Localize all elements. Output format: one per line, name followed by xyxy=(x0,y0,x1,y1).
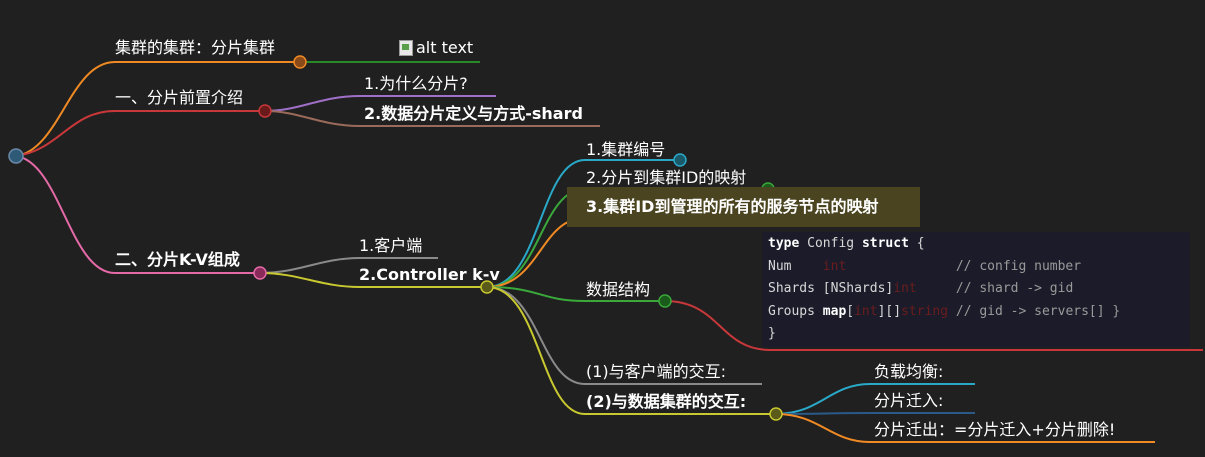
broken-image-icon xyxy=(399,40,413,56)
controller-node[interactable] xyxy=(480,280,494,294)
image-alt-text: alt text xyxy=(416,38,474,57)
shard-def-label[interactable]: 2.数据分片定义与方式-shard xyxy=(364,104,583,123)
connector-load-balance xyxy=(775,383,975,415)
code-comment-num: // config number xyxy=(955,258,1082,274)
connector-why-shard xyxy=(264,95,496,112)
connector-data-structure xyxy=(486,286,665,302)
connector-client xyxy=(259,257,438,274)
root-node[interactable] xyxy=(8,148,24,164)
highlight-node-map xyxy=(567,187,920,227)
connector-shard-def xyxy=(264,110,600,127)
why-shard-label[interactable]: 1.为什么分片? xyxy=(364,74,468,93)
client-label[interactable]: 1.客户端 xyxy=(359,236,423,255)
branch2-node[interactable] xyxy=(258,104,272,118)
branch1-label[interactable]: 集群的集群：分片集群 xyxy=(115,38,276,57)
code-open-brace: { xyxy=(916,236,925,251)
code-type-int: int xyxy=(854,303,878,319)
data-structure-node[interactable] xyxy=(658,294,672,308)
shard-map-label[interactable]: 2.分片到集群ID的映射 xyxy=(586,168,747,187)
connector-controller xyxy=(259,272,487,288)
cluster-id-label[interactable]: 1.集群编号 xyxy=(586,140,666,159)
code-kw-type: type xyxy=(768,236,800,251)
connector-code xyxy=(664,300,1203,351)
connector-shard-out xyxy=(775,413,1155,443)
branch2-label[interactable]: 一、分片前置介绍 xyxy=(115,88,244,107)
load-balance-label[interactable]: 负载均衡: xyxy=(874,362,944,381)
code-kw-map: map xyxy=(822,303,847,319)
cluster-interaction-node[interactable] xyxy=(769,407,783,421)
branch3-label[interactable]: 二、分片K-V组成 xyxy=(115,250,240,269)
cluster-interaction-label[interactable]: (2)与数据集群的交互: xyxy=(586,392,747,411)
connector-branch1 xyxy=(15,61,300,157)
broken-image: alt text xyxy=(399,38,473,58)
connector-client-interaction xyxy=(486,286,762,385)
data-structure-label[interactable]: 数据结构 xyxy=(586,280,651,299)
code-groups-brackets: ][] xyxy=(877,303,902,319)
controller-label[interactable]: 2.Controller k-v xyxy=(359,265,500,284)
code-comment-groups: // gid -> servers[] } xyxy=(955,303,1121,319)
shard-in-label[interactable]: 分片迁入: xyxy=(874,391,944,410)
code-shards-array: [NShards] xyxy=(822,281,894,296)
code-comment-shards: // shard -> gid xyxy=(955,281,1074,296)
code-struct-name: Config xyxy=(807,236,855,251)
connector-cluster-id xyxy=(486,159,680,288)
code-type-int: int xyxy=(893,281,917,296)
code-close-brace: } xyxy=(768,326,776,341)
connector-branch3 xyxy=(15,155,260,274)
code-block: type Config struct { Num int // config n… xyxy=(762,232,1190,347)
code-kw-struct: struct xyxy=(861,236,909,251)
code-field-shards: Shards xyxy=(768,281,815,296)
shard-out-label[interactable]: 分片迁出：=分片迁入+分片删除! xyxy=(874,420,1116,439)
connector-cluster-interaction xyxy=(486,286,776,415)
code-field-num: Num xyxy=(768,258,792,274)
branch3-node[interactable] xyxy=(253,266,267,280)
cluster-id-node[interactable] xyxy=(673,153,687,167)
connector-shard-in xyxy=(775,412,975,415)
branch1-node[interactable] xyxy=(293,55,307,69)
code-type-string: string xyxy=(901,303,949,319)
node-map-label[interactable]: 3.集群ID到管理的所有的服务节点的映射 xyxy=(586,197,879,216)
code-type-int: int xyxy=(822,258,847,274)
code-field-groups: Groups xyxy=(768,303,815,319)
client-interaction-label[interactable]: (1)与客户端的交互: xyxy=(586,362,727,381)
connector-branch2 xyxy=(15,110,265,157)
